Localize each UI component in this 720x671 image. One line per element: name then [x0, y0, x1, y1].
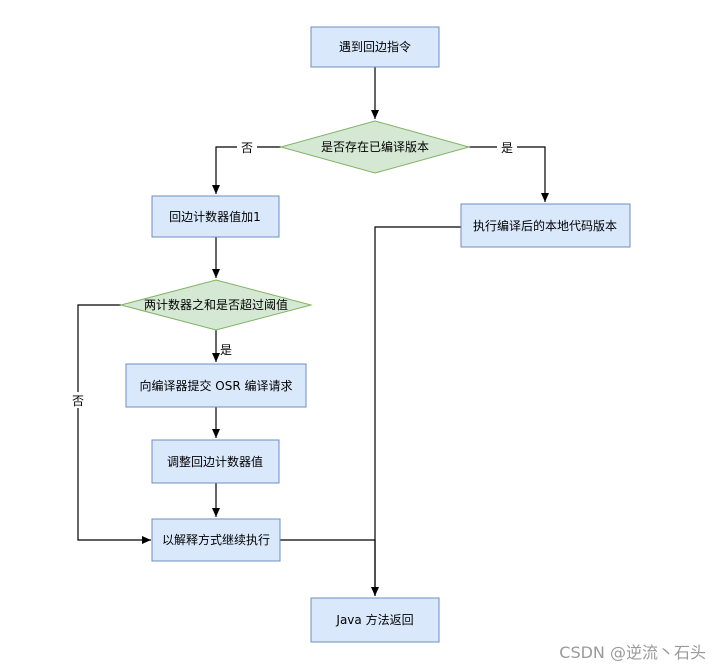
watermark: CSDN @逆流丶石头 — [559, 643, 706, 662]
node-interpret-label: 以解释方式继续执行 — [162, 532, 270, 547]
edge-interpret-to-return — [280, 539, 379, 596]
node-run-compiled-label: 执行编译后的本地代码版本 — [473, 218, 617, 233]
decision-check-compiled — [279, 120, 471, 174]
node-return — [310, 597, 440, 643]
edge-compiled-yes — [469, 146, 549, 202]
edge-compiled-to-return — [374, 226, 461, 596]
decision-check-threshold-label: 两计数器之和是否超过阈值 — [144, 297, 288, 312]
decision-check-compiled-label: 是否存在已编译版本 — [321, 139, 429, 154]
label-compiled-no: 否 — [241, 141, 253, 155]
label-threshold-yes: 是 — [220, 343, 232, 357]
node-return-label: Java 方法返回 — [335, 612, 413, 627]
label-compiled-yes: 是 — [501, 141, 513, 155]
node-inc-counter-label: 回边计数器值加1 — [169, 209, 261, 224]
node-adjust-counter — [151, 439, 280, 484]
node-submit-osr — [125, 363, 307, 408]
node-submit-osr-label: 向编译器提交 OSR 编译请求 — [139, 378, 292, 393]
node-interpret — [151, 518, 281, 562]
node-run-compiled — [460, 203, 631, 248]
node-inc-counter — [151, 195, 280, 238]
node-adjust-counter-label: 调整回边计数器值 — [167, 454, 263, 469]
edge-compiled-no — [212, 146, 281, 194]
node-start-label: 遇到回边指令 — [339, 39, 411, 54]
node-start — [310, 26, 440, 68]
label-threshold-no: 否 — [72, 394, 84, 408]
edge-threshold-no — [77, 304, 151, 544]
decision-check-threshold — [119, 279, 313, 331]
